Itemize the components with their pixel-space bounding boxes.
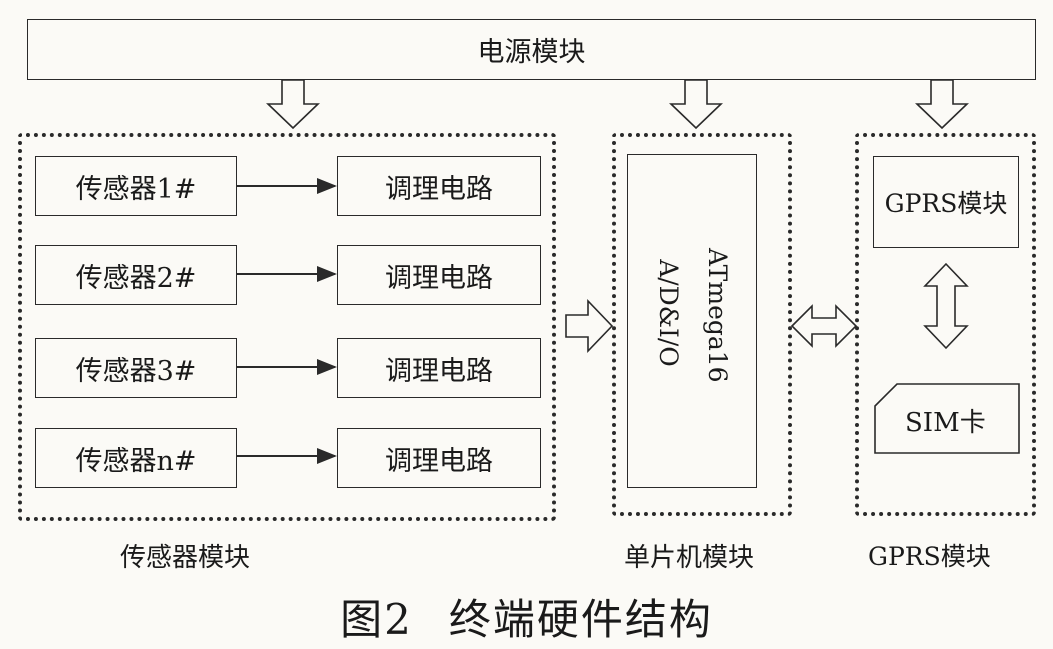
- sensor-2-box: 传感器2#: [35, 245, 237, 305]
- figure-title: 终端硬件结构: [448, 595, 713, 644]
- sensor-module-group: [18, 133, 556, 521]
- sensor-n-label: 传感器n#: [75, 445, 197, 477]
- circuit-n-box: 调理电路: [337, 428, 541, 488]
- power-module-label: 电源模块: [477, 37, 586, 68]
- sensor-1-box: 传感器1#: [35, 156, 237, 216]
- mcu-module-group: [612, 133, 792, 516]
- circuit-1-label: 调理电路: [385, 173, 493, 205]
- power-to-gprs-arrow: [915, 79, 969, 130]
- sensor-3-label: 传感器3#: [75, 355, 197, 387]
- mcu-chip-box: [627, 154, 757, 488]
- mcu-module-label: 单片机模块: [624, 543, 755, 573]
- sim-card-label: SIM卡: [905, 408, 986, 438]
- sensor-module-label: 传感器模块: [120, 543, 251, 573]
- sensor-3-box: 传感器3#: [35, 338, 237, 398]
- gprs-module-group: [855, 133, 1036, 516]
- mcu-gprs-double-arrow: [790, 304, 858, 348]
- mcu-io-label: A/D&I/O: [654, 259, 683, 367]
- power-to-mcu-arrow: [669, 79, 723, 130]
- figure-number: 图2: [340, 595, 413, 644]
- gprs-inner-label: GPRS模块: [884, 189, 1008, 218]
- mcu-chip-label: ATmega16: [703, 248, 732, 383]
- gprs-inner-box: GPRS模块: [873, 156, 1019, 248]
- sensor-n-box: 传感器n#: [35, 428, 237, 488]
- sensor-1-label: 传感器1#: [75, 173, 197, 205]
- circuit-3-label: 调理电路: [385, 355, 493, 387]
- circuit-3-box: 调理电路: [337, 338, 541, 398]
- circuit-1-box: 调理电路: [337, 156, 541, 216]
- circuit-n-label: 调理电路: [385, 445, 493, 477]
- power-to-sensor-arrow: [266, 79, 320, 130]
- circuit-2-label: 调理电路: [385, 262, 493, 294]
- sim-card-shape: [874, 383, 1020, 454]
- sensor-2-label: 传感器2#: [75, 262, 197, 294]
- gprs-sim-double-arrow: [923, 262, 969, 350]
- figure-caption: 图2 终端硬件结构: [0, 586, 1053, 647]
- gprs-module-label: GPRS模块: [868, 542, 991, 571]
- power-module-box: 电源模块: [27, 19, 1036, 80]
- sensor-to-mcu-arrow: [565, 299, 614, 353]
- circuit-2-box: 调理电路: [337, 245, 541, 305]
